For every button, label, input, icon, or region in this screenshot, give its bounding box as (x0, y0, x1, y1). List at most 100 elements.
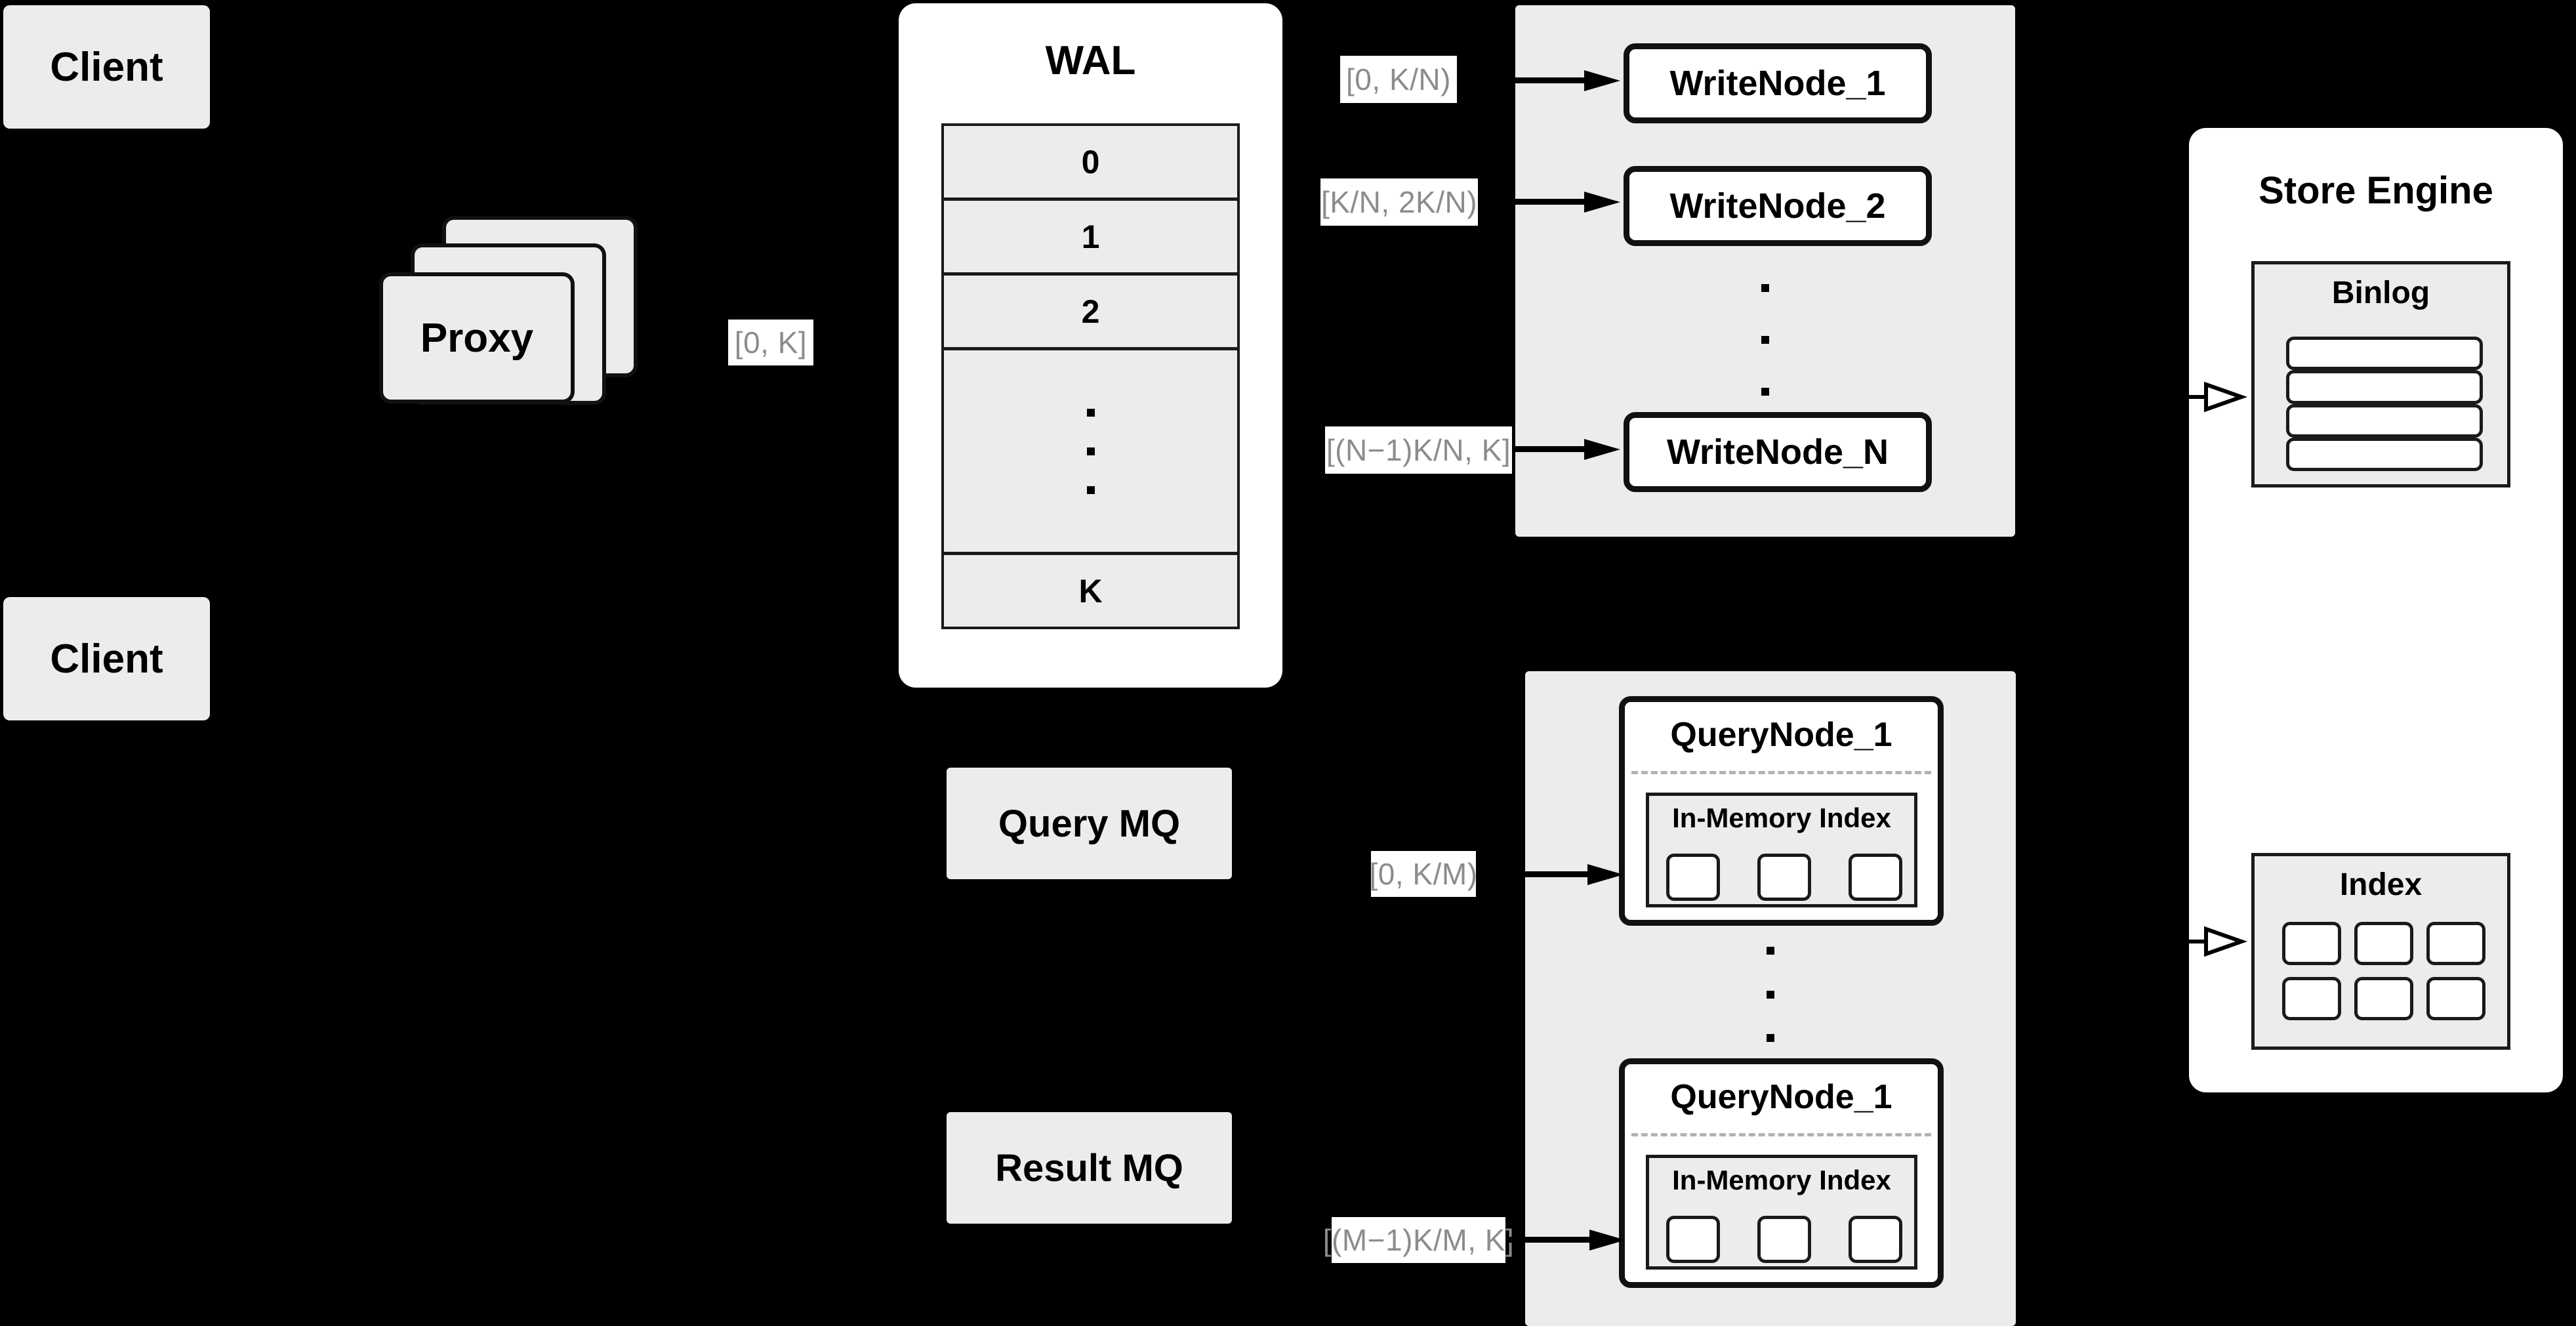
binlog-row (2286, 370, 2483, 404)
arrowhead-icon (1589, 1230, 1625, 1251)
edge-label-query-node-1: [0, K/M) (1369, 851, 1478, 897)
binlog-title: Binlog (2331, 276, 2430, 310)
index-title: Index (2339, 867, 2423, 902)
write-node-2-label: WriteNode_2 (1669, 186, 1886, 226)
store-engine-title: Store Engine (2259, 169, 2493, 212)
edge-label-write-node-1: [0, K/N) (1340, 56, 1457, 103)
arrow-to-write-node-2 (1478, 192, 1629, 213)
index-cell (2282, 922, 2341, 965)
edge-label-write-node-n-text: [(N−1)K/N, K] (1326, 433, 1511, 467)
binlog-row (2286, 437, 2483, 471)
write-node-1[interactable]: WriteNode_1 (1624, 43, 1932, 123)
index-cell (1849, 854, 1902, 901)
index-cell (2426, 922, 2485, 965)
arrow-to-query-node-m (1505, 1230, 1637, 1251)
query-node-1-label: QueryNode_1 (1670, 716, 1892, 754)
write-node-n-label: WriteNode_N (1666, 432, 1889, 472)
query-node-2-label: QueryNode_1 (1670, 1078, 1892, 1116)
write-node-n[interactable]: WriteNode_N (1624, 412, 1932, 492)
edge-label-query-node-m-text: [(M−1)K/M, K] (1322, 1223, 1515, 1257)
edge-label-proxy-to-wal: [0, K] (728, 320, 813, 365)
query-node-2-inmemory-index-title: In-Memory Index (1672, 1165, 1891, 1195)
edge-label-query-node-m: [(M−1)K/M, K] (1323, 1217, 1514, 1263)
wal-row-k: K (941, 552, 1240, 629)
write-nodes-ellipsis (1515, 284, 2015, 396)
result-mq-label: Result MQ (995, 1146, 1183, 1190)
index-cell (1849, 1216, 1902, 1263)
arrow-to-write-node-n (1512, 439, 1629, 460)
store-engine-panel: Store Engine Binlog Index (2189, 128, 2563, 1092)
index-cell (2426, 977, 2485, 1020)
query-node-2-divider (1631, 1133, 1931, 1136)
binlog-row (2286, 337, 2483, 371)
ellipsis-dot-icon (1761, 284, 1769, 292)
edge-label-query-node-1-text: [0, K/M) (1369, 857, 1478, 891)
ellipsis-dot-icon (1767, 990, 1774, 999)
binlog-row (2286, 404, 2483, 438)
client-label-1: Client (50, 44, 163, 90)
ellipsis-dot-icon (1761, 388, 1769, 396)
result-mq-box[interactable]: Result MQ (947, 1112, 1232, 1224)
wal-row-0: 0 (941, 123, 1240, 200)
ellipsis-dot-icon (1767, 947, 1774, 955)
query-mq-label: Query MQ (998, 802, 1181, 845)
edge-label-write-node-2: [K/N, 2K/N) (1320, 178, 1478, 226)
arrow-to-query-node-1 (1479, 864, 1637, 885)
ellipsis-dot-icon (1767, 1034, 1774, 1042)
query-node-1[interactable]: QueryNode_1 In-Memory Index (1619, 696, 1944, 926)
index-cell (2354, 922, 2413, 965)
query-node-1-inmemory-index: In-Memory Index (1646, 793, 1917, 907)
proxy-label: Proxy (420, 315, 534, 361)
query-node-1-index-cells (1666, 854, 1902, 901)
binlog-rows (2286, 337, 2483, 471)
index-cell (2354, 977, 2413, 1020)
wal-ellipsis-dots (1086, 408, 1095, 494)
query-node-1-inmemory-index-title: In-Memory Index (1672, 802, 1891, 833)
arrow-to-write-node-1 (1466, 70, 1624, 91)
client-box-2[interactable]: Client (3, 597, 210, 720)
edge-label-write-node-n: [(N−1)K/N, K] (1325, 426, 1512, 474)
index-cell (1757, 854, 1811, 901)
write-nodes-container: WriteNode_1 WriteNode_2 WriteNode_N (1515, 5, 2015, 537)
query-mq-box[interactable]: Query MQ (947, 768, 1232, 879)
ellipsis-dot-icon (1761, 336, 1769, 344)
arrow-to-index (2175, 925, 2253, 958)
index-cell (1757, 1216, 1811, 1263)
client-label-2: Client (50, 636, 163, 682)
index-box: Index (2251, 853, 2510, 1050)
write-node-2[interactable]: WriteNode_2 (1624, 166, 1932, 246)
wal-panel: WAL 0 1 2 K (899, 3, 1282, 688)
index-cell (2282, 977, 2341, 1020)
wal-row-1: 1 (941, 198, 1240, 275)
hollow-arrowhead-icon (2204, 381, 2248, 413)
query-node-1-divider (1631, 771, 1931, 774)
edge-label-write-node-1-text: [0, K/N) (1346, 62, 1451, 96)
ellipsis-dot-icon (1086, 408, 1095, 417)
hollow-arrowhead-icon (2204, 926, 2248, 957)
index-cell (1666, 1216, 1720, 1263)
query-node-2[interactable]: QueryNode_1 In-Memory Index (1619, 1058, 1944, 1288)
query-nodes-ellipsis (1525, 947, 2016, 1042)
query-nodes-container: QueryNode_1 In-Memory Index QueryNode_1 (1525, 671, 2016, 1326)
wal-row-ellipsis (941, 348, 1240, 554)
write-node-1-label: WriteNode_1 (1669, 64, 1886, 103)
index-cell-grid (2282, 922, 2485, 1020)
binlog-box: Binlog (2251, 261, 2510, 487)
edge-label-proxy-to-wal-text: [0, K] (734, 325, 808, 360)
query-node-2-index-cells (1666, 1216, 1902, 1263)
ellipsis-dot-icon (1086, 486, 1095, 494)
edge-label-write-node-2-text: [K/N, 2K/N) (1320, 185, 1478, 219)
ellipsis-dot-icon (1086, 447, 1095, 455)
wal-title: WAL (1045, 38, 1136, 83)
proxy-stack[interactable]: Proxy (380, 213, 676, 436)
arrowhead-icon (1584, 70, 1620, 91)
wal-row-2: 2 (941, 273, 1240, 350)
arrowhead-icon (1584, 192, 1620, 213)
index-cell (1666, 854, 1720, 901)
arrow-to-binlog (2175, 381, 2253, 413)
query-node-2-inmemory-index: In-Memory Index (1646, 1155, 1917, 1270)
proxy-card-front[interactable]: Proxy (383, 276, 571, 400)
arrowhead-icon (1587, 864, 1624, 885)
client-box-1[interactable]: Client (3, 5, 210, 129)
